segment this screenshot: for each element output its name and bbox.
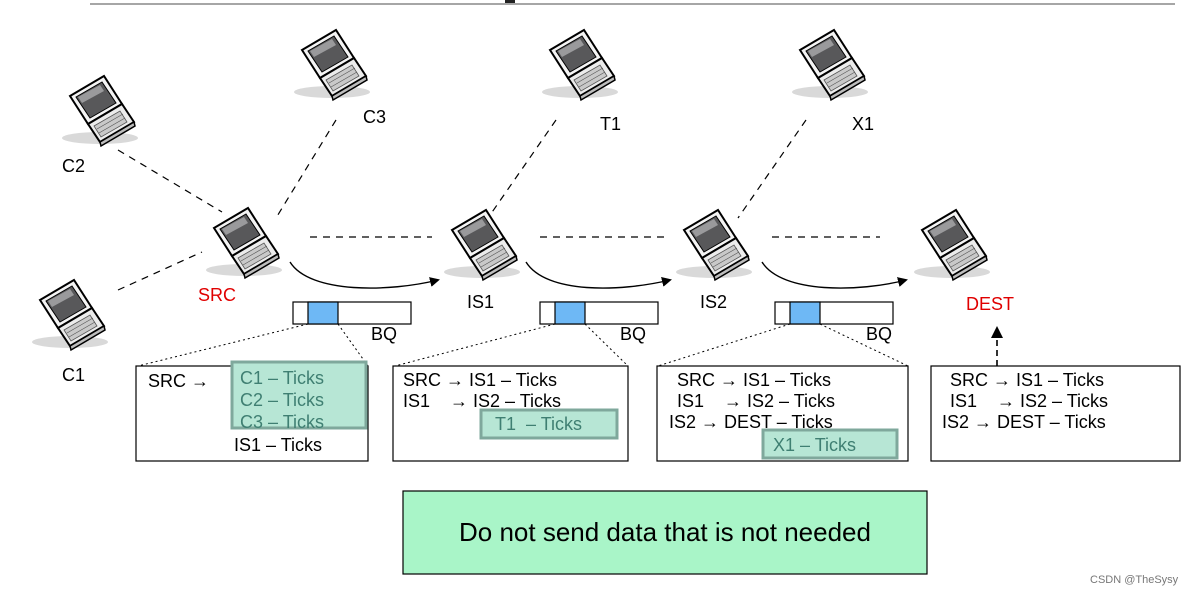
highlight-src bbox=[230, 360, 368, 430]
buffer-queue-3 bbox=[774, 301, 894, 325]
table-src-hl-0: C1 – Ticks bbox=[240, 368, 324, 388]
laptop-c1-icon bbox=[31, 279, 109, 351]
buffer-label-1: BQ bbox=[371, 324, 397, 344]
table-src-hl-1: C2 – Ticks bbox=[240, 390, 324, 410]
node-label-x1: X1 bbox=[852, 114, 874, 134]
table-dest-row-0: SRC → IS1 – Ticks bbox=[950, 370, 1104, 390]
buffer-queue-1 bbox=[292, 301, 412, 325]
table-is1-row-1: IS1 → IS2 – Ticks bbox=[403, 391, 561, 411]
top-fragment bbox=[505, 0, 515, 3]
forwarding-arrows bbox=[289, 261, 908, 289]
node-label-t1: T1 bbox=[600, 114, 621, 134]
table-is1-hl: T1 – Ticks bbox=[495, 414, 582, 434]
laptop-c2-icon bbox=[61, 75, 139, 147]
table-src-prefix: SRC → bbox=[148, 371, 209, 391]
node-label-src: SRC bbox=[198, 285, 236, 305]
laptop-is2-icon bbox=[675, 209, 753, 281]
laptop-c3-icon bbox=[293, 29, 371, 101]
table-is2-row-2: IS2 → DEST – Ticks bbox=[669, 412, 833, 432]
laptop-t1-icon bbox=[541, 29, 619, 101]
table-is1-row-0: SRC → IS1 – Ticks bbox=[403, 370, 557, 390]
node-label-is1: IS1 bbox=[467, 292, 494, 312]
table-dest bbox=[930, 365, 1181, 462]
node-label-c3: C3 bbox=[363, 107, 386, 127]
node-label-c1: C1 bbox=[62, 365, 85, 385]
node-label-c2: C2 bbox=[62, 156, 85, 176]
node-label-is2: IS2 bbox=[700, 292, 727, 312]
table-dest-row-1: IS1 → IS2 – Ticks bbox=[950, 391, 1108, 411]
wireless-links bbox=[117, 119, 880, 291]
dest-arrow-head bbox=[991, 326, 1003, 338]
highlight-is1 bbox=[479, 408, 619, 440]
table-is2-row-1: IS1 → IS2 – Ticks bbox=[677, 391, 835, 411]
table-src-last: IS1 – Ticks bbox=[234, 435, 322, 455]
table-is2-row-0: SRC → IS1 – Ticks bbox=[677, 370, 831, 390]
table-src-hl-2: C3 – Ticks bbox=[240, 412, 324, 432]
laptop-src-icon bbox=[205, 207, 283, 279]
table-is2-hl: X1 – Ticks bbox=[773, 435, 856, 455]
table-dest-row-2: IS2 → DEST – Ticks bbox=[942, 412, 1106, 432]
buffer-queue-2 bbox=[539, 301, 659, 325]
laptop-is1-icon bbox=[443, 209, 521, 281]
highlight-is2 bbox=[761, 428, 899, 460]
laptop-x1-icon bbox=[791, 29, 869, 101]
zoom-lines bbox=[137, 323, 909, 367]
note-text: Do not send data that is not needed bbox=[459, 517, 871, 547]
buffer-label-2: BQ bbox=[620, 324, 646, 344]
laptop-dest-icon bbox=[913, 209, 991, 281]
note-box bbox=[402, 490, 928, 575]
buffer-label-3: BQ bbox=[866, 324, 892, 344]
node-label-dest: DEST bbox=[966, 294, 1014, 314]
watermark: CSDN @TheSysy bbox=[1090, 574, 1179, 586]
